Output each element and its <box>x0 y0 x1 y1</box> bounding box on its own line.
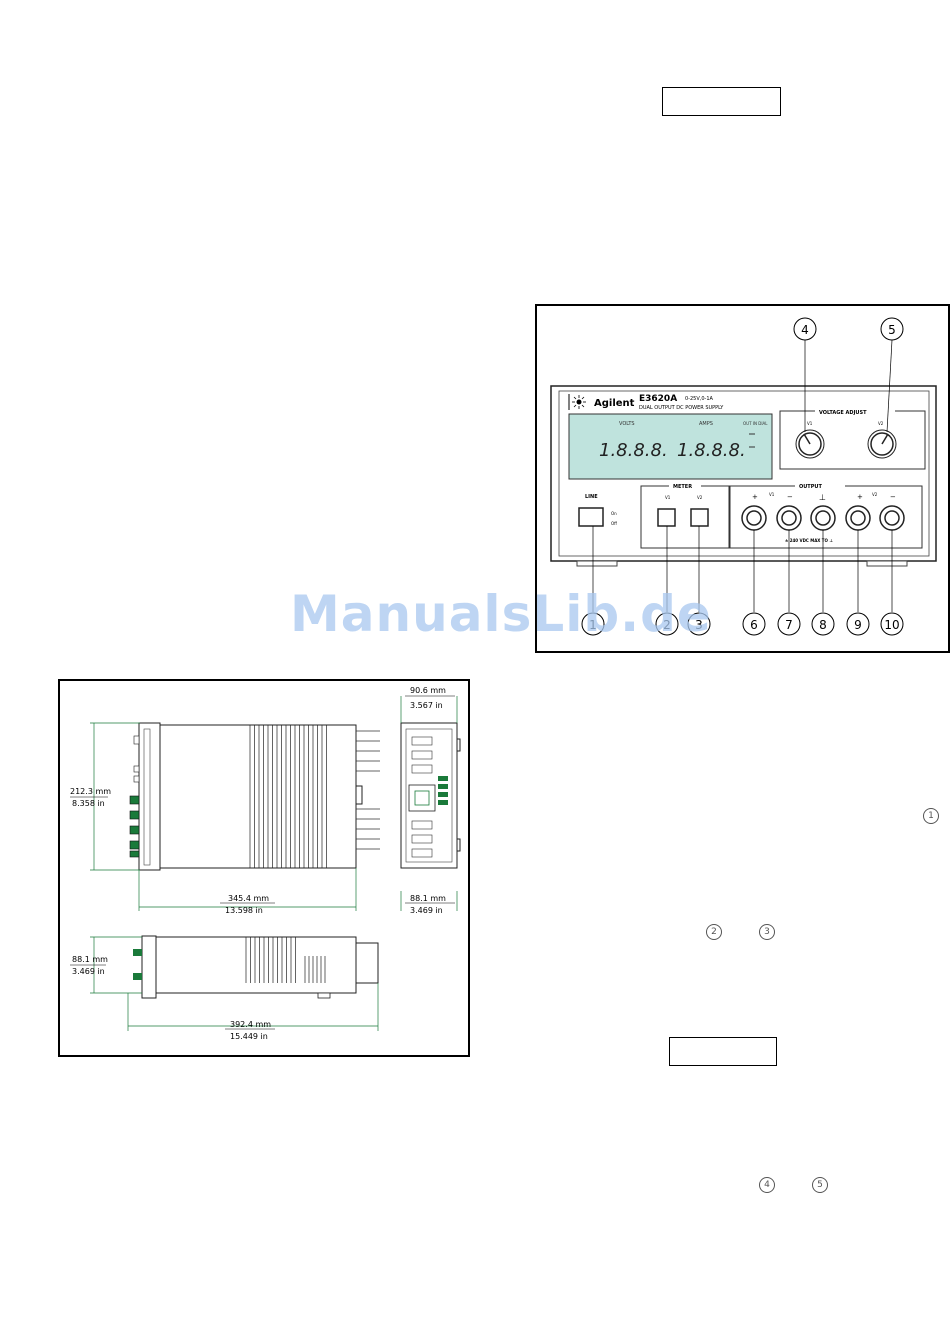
callout-3-number: 3 <box>695 618 703 632</box>
height-in-label: 8.358 in <box>72 799 105 808</box>
output-label: OUTPUT <box>799 484 822 490</box>
callout-7 <box>777 612 801 636</box>
meter-v2-label: V2 <box>697 495 703 500</box>
ref-circle-5: 5 <box>812 1177 828 1193</box>
v2-minus-sign: − <box>890 493 896 501</box>
bottom-height-in-label: 3.469 in <box>72 967 105 976</box>
ref-circle-1: 1 <box>923 808 939 824</box>
voltage-adjust-label: VOLTAGE ADJUST <box>819 410 867 416</box>
front-panel-drawing: Agilent E3620A 0-25V,0-1A DUAL OUTPUT DC… <box>550 317 937 636</box>
v2-plus-sign: + <box>857 493 863 501</box>
v2-knob-label: V2 <box>878 421 884 426</box>
callout-4-number: 4 <box>801 323 809 337</box>
callout-10-number: 10 <box>884 618 899 632</box>
terminal-ground[interactable] <box>810 505 836 531</box>
terminal-v2-minus[interactable] <box>879 505 905 531</box>
front-panel-figure: Agilent E3620A 0-25V,0-1A DUAL OUTPUT DC… <box>535 304 950 653</box>
v1-knob[interactable] <box>795 429 825 459</box>
volts-label: VOLTS <box>619 421 635 427</box>
meter-v2-button[interactable] <box>690 508 709 527</box>
meter-label: METER <box>673 484 692 490</box>
callout-1 <box>581 612 605 636</box>
meter-v1-button[interactable] <box>657 508 676 527</box>
watermark-text: ManualsLib.de <box>290 585 712 643</box>
callout-7-number: 7 <box>785 618 793 632</box>
ref-circle-3: 3 <box>759 924 775 940</box>
dimensions-drawing: 212.3 mm 8.358 in 345.4 mm 13.598 in 90.… <box>70 686 461 1041</box>
subtitle-label: DUAL OUTPUT DC POWER SUPPLY <box>639 405 724 411</box>
callout-6 <box>742 612 766 636</box>
agilent-logo-icon <box>568 394 586 410</box>
amps-display: 1.8.8.8. <box>677 440 746 461</box>
terminal-v1-plus[interactable] <box>741 505 767 531</box>
line-label: LINE <box>585 494 598 500</box>
v2-knob[interactable] <box>867 429 897 459</box>
dimensions-figure: 212.3 mm 8.358 in 345.4 mm 13.598 in 90.… <box>58 679 470 1057</box>
v1-minus-sign: − <box>787 493 793 501</box>
callout-10 <box>880 612 904 636</box>
output-v2-label: V2 <box>872 492 878 497</box>
width-in-label: 3.567 in <box>410 701 443 710</box>
terminal-v2-plus[interactable] <box>845 505 871 531</box>
callout-6-number: 6 <box>750 618 758 632</box>
v1-knob-label: V1 <box>807 421 813 426</box>
callout-5-number: 5 <box>888 323 896 337</box>
callout-8-number: 8 <box>819 618 827 632</box>
rating-label: 0-25V,0-1A <box>685 396 714 402</box>
total-depth-in-label: 15.449 in <box>230 1032 268 1041</box>
section-label-box <box>669 1037 777 1066</box>
off-label: Off <box>611 521 617 526</box>
side-mm-label: 88.1 mm <box>410 894 446 903</box>
ref-circle-2: 2 <box>706 924 722 940</box>
total-depth-mm-label: 392.4 mm <box>230 1020 271 1029</box>
max-voltage-note: ± 240 VDC MAX TO ⊥ <box>785 538 833 543</box>
line-switch[interactable] <box>578 507 604 527</box>
meter-v1-label: V1 <box>665 495 671 500</box>
height-mm-label: 212.3 mm <box>70 787 111 796</box>
volts-display: 1.8.8.8. <box>599 440 668 461</box>
header-label-box <box>662 87 781 116</box>
amps-label: AMPS <box>699 421 713 427</box>
depth-mm-label: 345.4 mm <box>228 894 269 903</box>
output-v1-label: V1 <box>769 492 775 497</box>
callout-9 <box>846 612 870 636</box>
v1-plus-sign: + <box>752 493 758 501</box>
callout-9-number: 9 <box>854 618 862 632</box>
callout-1-number: 1 <box>589 618 597 632</box>
brand-name: Agilent <box>594 398 635 409</box>
terminal-v1-minus[interactable] <box>776 505 802 531</box>
side-in-label: 3.469 in <box>410 906 443 915</box>
model-number: E3620A <box>639 394 677 404</box>
callout-2 <box>655 612 679 636</box>
on-label: On <box>611 511 617 516</box>
callout-5 <box>880 317 904 341</box>
depth-in-label: 13.598 in <box>225 906 263 915</box>
width-mm-label: 90.6 mm <box>410 686 446 695</box>
out-in-dial-label: OUT IN DIAL <box>743 421 768 426</box>
ref-circle-4: 4 <box>759 1177 775 1193</box>
bottom-height-mm-label: 88.1 mm <box>72 955 108 964</box>
ground-sign: ⊥ <box>819 493 826 502</box>
callout-4 <box>793 317 817 341</box>
callout-3 <box>687 612 711 636</box>
callout-2-number: 2 <box>663 618 671 632</box>
callout-8 <box>811 612 835 636</box>
